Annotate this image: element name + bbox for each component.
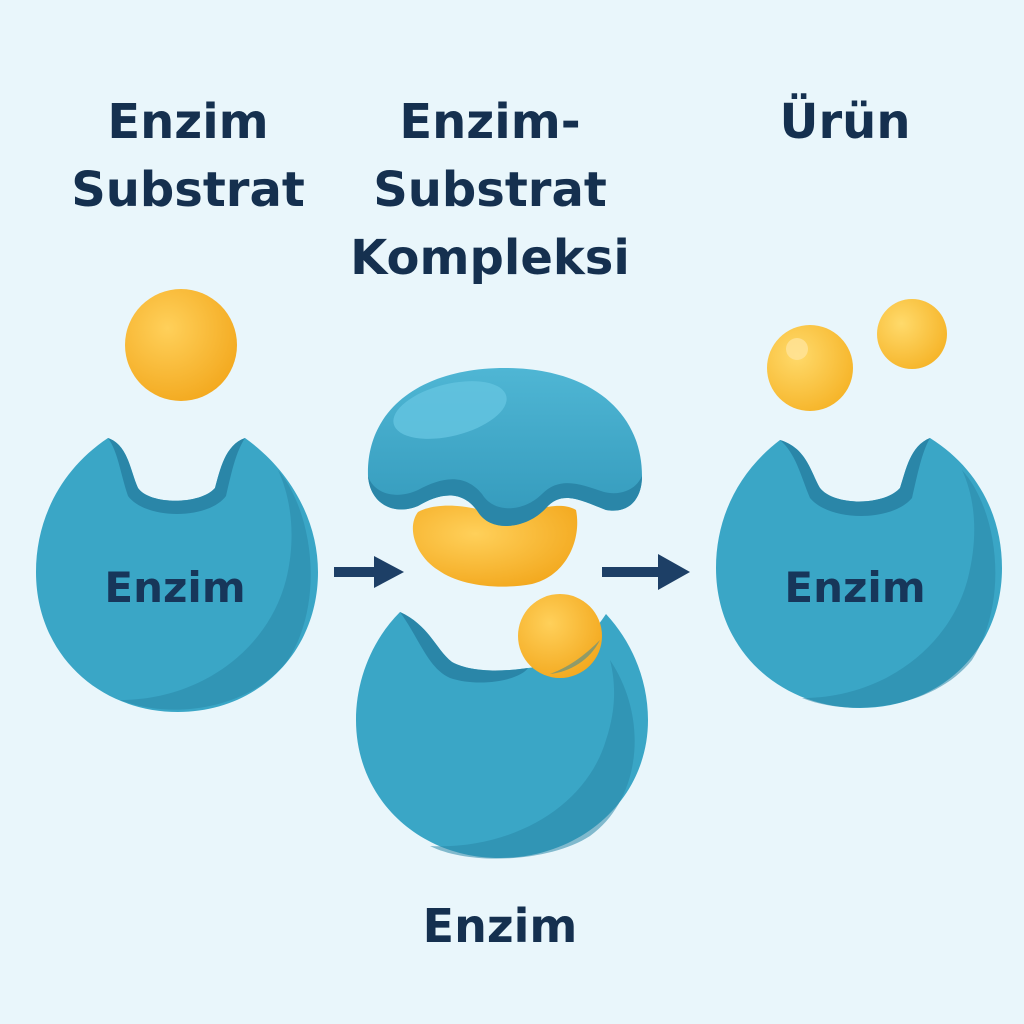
product-ball-2 [877, 299, 947, 369]
arrow-right-1 [334, 556, 404, 588]
enzyme-cap-shape [367, 368, 642, 526]
enzyme-right-shape [716, 438, 1002, 708]
bound-substrate-blob [412, 505, 578, 587]
enzyme-bottom-shape [356, 612, 648, 859]
product-balls [767, 299, 947, 411]
substrate-in-site [518, 594, 602, 678]
arrow-right-2 [602, 554, 690, 590]
stage-title-enzyme-substrate: Enzim Substrat [71, 94, 305, 218]
enzyme-left-shape [36, 438, 318, 712]
enzyme-label-right: Enzim [784, 563, 926, 612]
enzyme-label-left: Enzim [104, 563, 246, 612]
cap-highlight [393, 381, 507, 439]
enzyme-label-bottom: Enzim [422, 899, 578, 953]
product-ball-1 [767, 325, 853, 411]
substrate-ball [125, 289, 237, 401]
stage-title-complex: Enzim- Substrat Kompleksi [350, 94, 630, 286]
stage-title-product: Ürün [779, 94, 911, 150]
